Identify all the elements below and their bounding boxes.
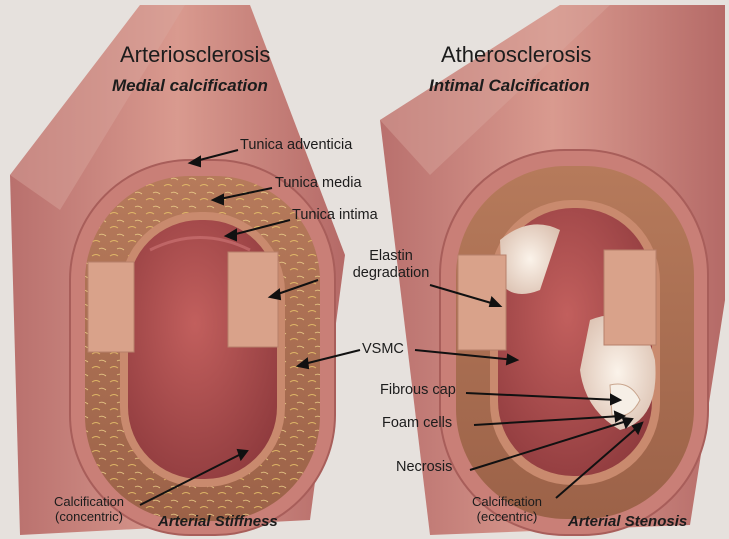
left-calc-line2: (concentric) — [55, 509, 123, 524]
left-footer: Arterial Stiffness — [158, 513, 278, 530]
label-fibrous-cap: Fibrous cap — [380, 382, 456, 399]
left-cut-face-right — [228, 252, 278, 347]
right-calc-line1: Calcification — [472, 494, 542, 509]
right-title: Atherosclerosis — [441, 42, 591, 67]
label-calcification-eccentric: Calcification (eccentric) — [458, 495, 556, 525]
label-elastin-line1: Elastin — [369, 248, 413, 264]
right-cut-face-left — [458, 255, 506, 350]
right-subtitle: Intimal Calcification — [429, 76, 590, 96]
label-vsmc: VSMC — [362, 341, 404, 358]
right-footer: Arterial Stenosis — [568, 513, 687, 530]
label-tunica-intima: Tunica intima — [292, 207, 378, 224]
left-title: Arteriosclerosis — [120, 42, 270, 67]
label-calcification-concentric: Calcification (concentric) — [40, 495, 138, 525]
label-necrosis: Necrosis — [396, 459, 452, 476]
label-tunica-media: Tunica media — [275, 175, 362, 192]
label-tunica-adventicia: Tunica adventicia — [240, 137, 352, 154]
label-elastin-line2: degradation — [353, 265, 430, 281]
label-foam-cells: Foam cells — [382, 415, 452, 432]
left-cut-face-left — [88, 262, 134, 352]
right-cut-face-right — [604, 250, 656, 345]
label-elastin-degradation: Elastin degradation — [350, 248, 432, 281]
left-calc-line1: Calcification — [54, 494, 124, 509]
left-subtitle: Medial calcification — [112, 76, 268, 96]
right-calc-line2: (eccentric) — [477, 509, 538, 524]
